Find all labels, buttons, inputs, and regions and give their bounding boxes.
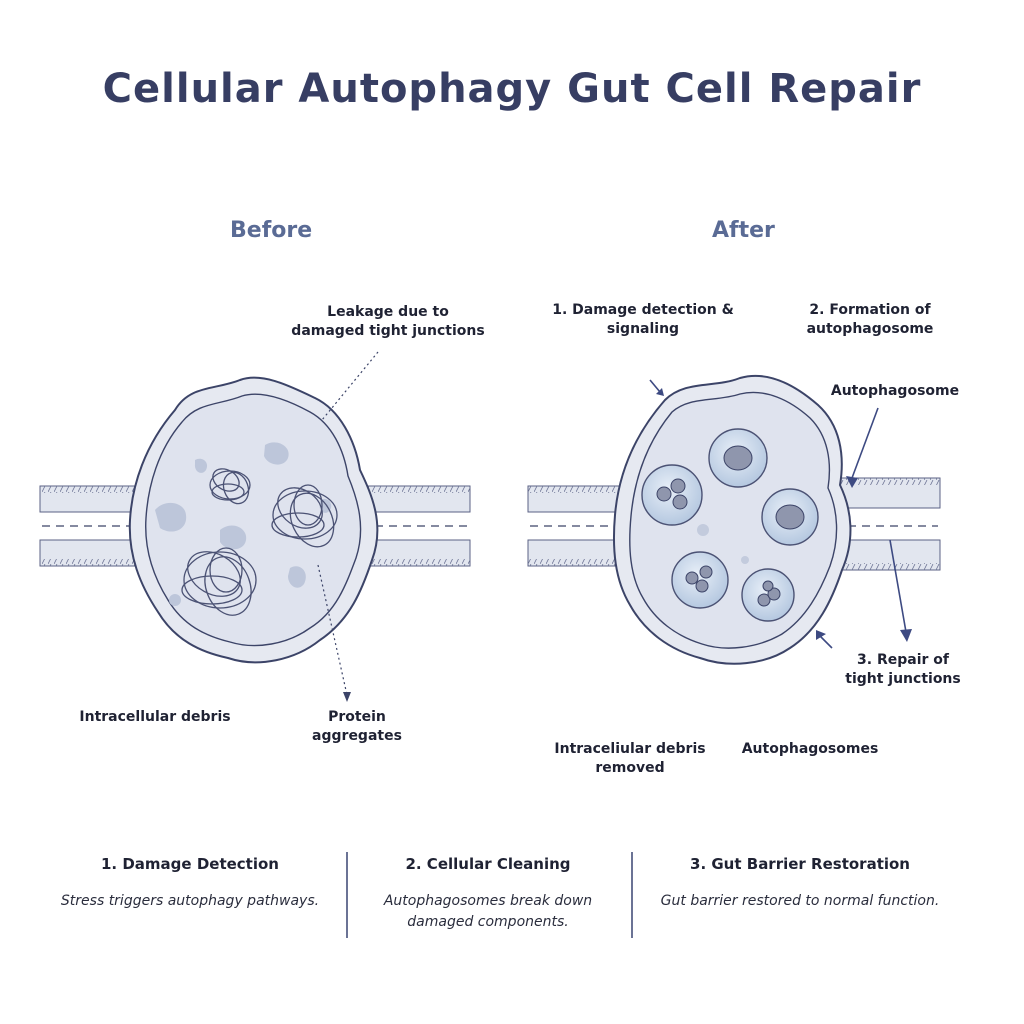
step-2-desc: Autophagosomes break down damaged compon… (383, 893, 593, 930)
step-damage-detection: 1. Damage Detection Stress triggers auto… (45, 855, 335, 912)
label-damage-detection: 1. Damage detection & signaling (552, 302, 734, 337)
before-heading: Before (230, 218, 313, 243)
before-cell-group (39, 351, 471, 702)
step-divider-2 (631, 852, 633, 938)
label-intracellular-debris: Intracellular debris (79, 709, 231, 725)
arrow-damage-detection (649, 379, 664, 396)
label-leakage: Leakage due to damaged tight junctions (291, 304, 485, 339)
after-cell-group (527, 374, 941, 665)
protein-aggregate-2 (271, 484, 338, 548)
label-debris-removed: Intraceliular debris removed (554, 741, 706, 776)
autophagosome-right (761, 488, 819, 546)
arrow-debris-removed (816, 630, 833, 649)
before-tissue-right (364, 485, 471, 567)
step-cellular-cleaning: 2. Cellular Cleaning Autophagosomes brea… (352, 855, 624, 933)
arrow-autophagosome (846, 407, 879, 488)
protein-aggregate-1 (209, 468, 251, 505)
page-title: Cellular Autophagy Gut Cell Repair (102, 66, 922, 112)
step-3-desc: Gut barrier restored to normal function. (660, 893, 940, 909)
step-2-title: 2. Cellular Cleaning (405, 855, 571, 873)
step-gut-barrier: 3. Gut Barrier Restoration Gut barrier r… (650, 855, 950, 912)
step-3-title: 3. Gut Barrier Restoration (690, 855, 910, 873)
autophagosome-left (641, 464, 703, 526)
autophagosome-bottom-left (671, 551, 729, 609)
protein-aggregate-3 (181, 547, 257, 616)
step-divider-1 (346, 852, 348, 938)
autophagosome-top (708, 428, 768, 488)
before-cell-inner (145, 393, 362, 647)
step-1-desc: Stress triggers autophagy pathways. (60, 893, 320, 909)
after-tissue-right (839, 477, 941, 571)
after-heading: After (712, 218, 775, 243)
label-autophagosome: Autophagosome (830, 383, 960, 399)
label-autophagosomes: Autophagosomes (741, 741, 879, 757)
label-formation-autophagosome: 2. Formation of autophagosome (806, 302, 934, 337)
step-1-title: 1. Damage Detection (101, 855, 279, 873)
label-protein-aggregates: Protein aggregates (312, 709, 402, 744)
label-repair-tight-junctions: 3. Repair of tight junctions (845, 652, 961, 687)
autophagosome-bottom-right (741, 568, 795, 622)
arrow-repair (889, 539, 912, 642)
